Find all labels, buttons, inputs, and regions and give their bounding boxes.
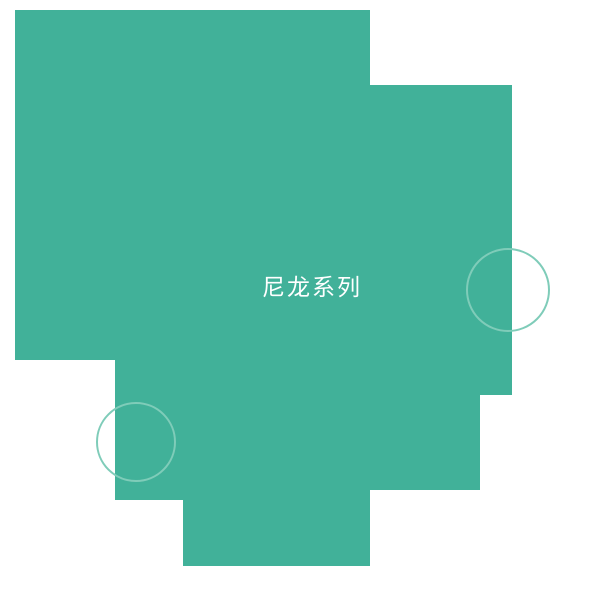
blob-bottom-block (183, 400, 370, 566)
decorative-circle-right-icon (466, 248, 550, 332)
blob-lower-right-block (370, 395, 480, 490)
decorative-circle-bottom-left-icon (96, 402, 176, 482)
blob-top-left-block (15, 10, 370, 360)
blob-right-block (370, 85, 512, 395)
category-label-nylon-series[interactable]: 尼龙系列 (262, 275, 362, 301)
